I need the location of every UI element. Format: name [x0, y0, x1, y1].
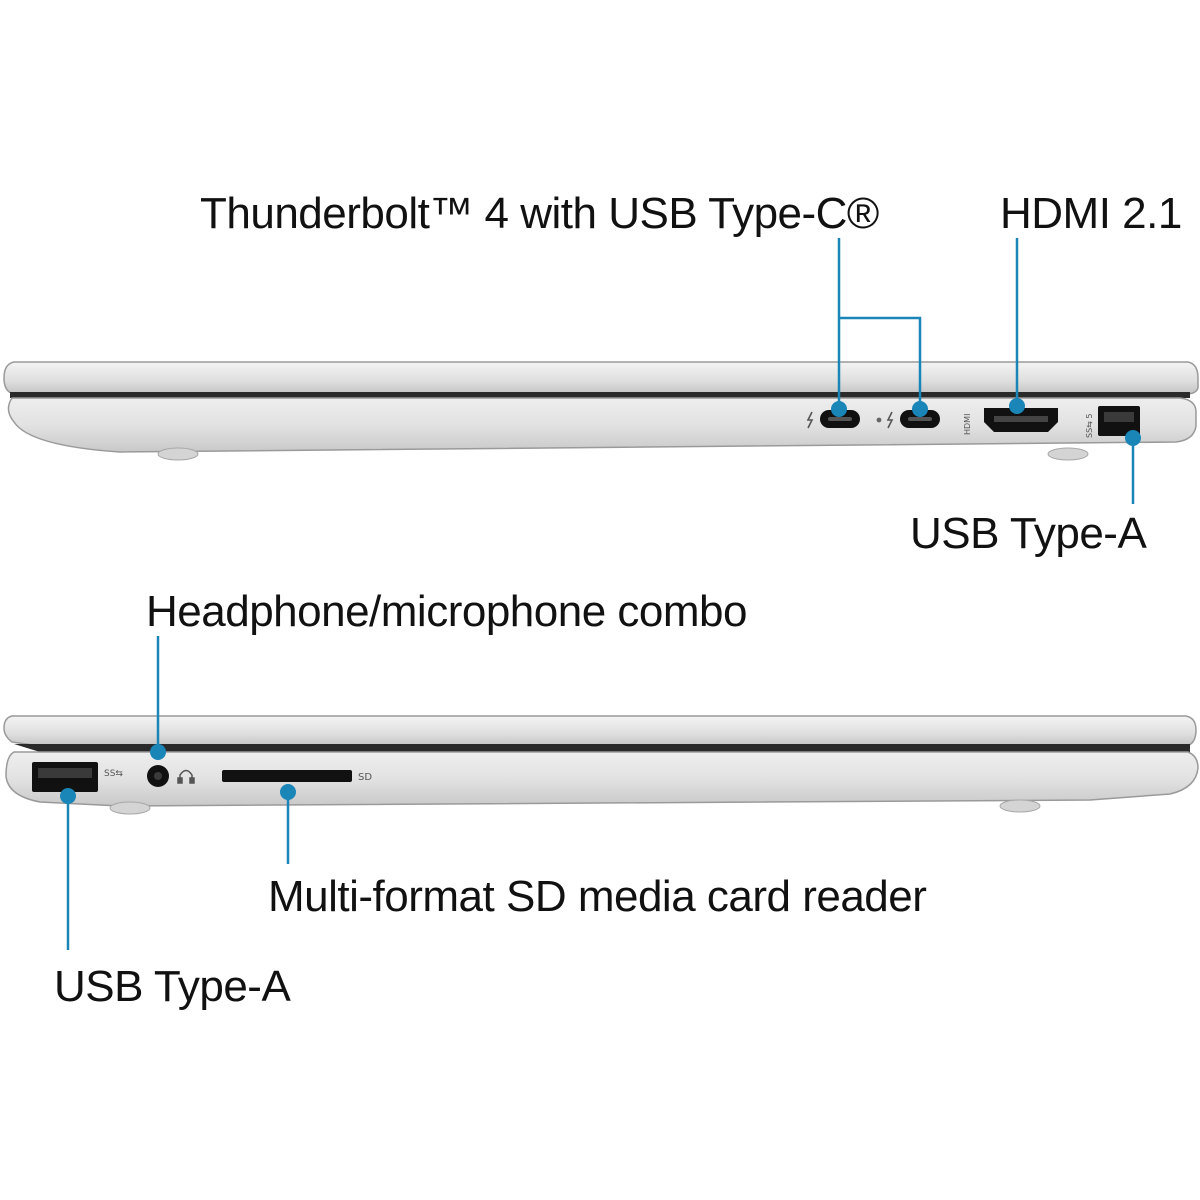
- label-thunderbolt: Thunderbolt™ 4 with USB Type-C®: [200, 189, 879, 238]
- thunderbolt-icon: [886, 411, 894, 429]
- port-contact: [908, 417, 932, 421]
- callout-lines-right: [837, 238, 1135, 504]
- left-side-view: SS⇆ SD: [3, 636, 1199, 950]
- port-contact: [828, 417, 852, 421]
- foot: [109, 801, 151, 815]
- ss-mark-right: SS⇆ 5: [1085, 414, 1094, 439]
- jack-center: [154, 772, 162, 780]
- headphone-icon: [177, 769, 195, 784]
- right-side-view: HDMI SS⇆ 5: [3, 238, 1199, 504]
- indicator-led: [876, 417, 882, 423]
- label-headphone: Headphone/microphone combo: [146, 587, 747, 636]
- foot: [1047, 447, 1089, 461]
- callout-dots-left: [60, 744, 296, 804]
- foot: [157, 447, 199, 461]
- callout-lines-left: [66, 636, 290, 950]
- hinge-gap: [14, 744, 1190, 752]
- ss-mark-left: SS⇆: [104, 769, 123, 779]
- label-usb-a-left: USB Type-A: [54, 962, 291, 1011]
- base: [7, 397, 1197, 453]
- label-usb-a-right: USB Type-A: [910, 509, 1147, 558]
- label-hdmi: HDMI 2.1: [1000, 189, 1182, 238]
- hinge-gap: [10, 392, 1190, 398]
- lid: [3, 361, 1199, 395]
- sd-mark: SD: [358, 772, 372, 783]
- label-sd-reader: Multi-format SD media card reader: [268, 872, 927, 921]
- callout-dots-right: [831, 398, 1141, 446]
- base: [5, 751, 1199, 807]
- foot: [999, 799, 1041, 813]
- port-contact: [994, 416, 1048, 422]
- sd-card-slot: [222, 770, 352, 782]
- thunderbolt-icon: [806, 411, 814, 429]
- hdmi-mark: HDMI: [963, 414, 972, 435]
- port-contact: [1104, 412, 1134, 422]
- port-contact: [38, 768, 92, 778]
- lid: [3, 715, 1197, 747]
